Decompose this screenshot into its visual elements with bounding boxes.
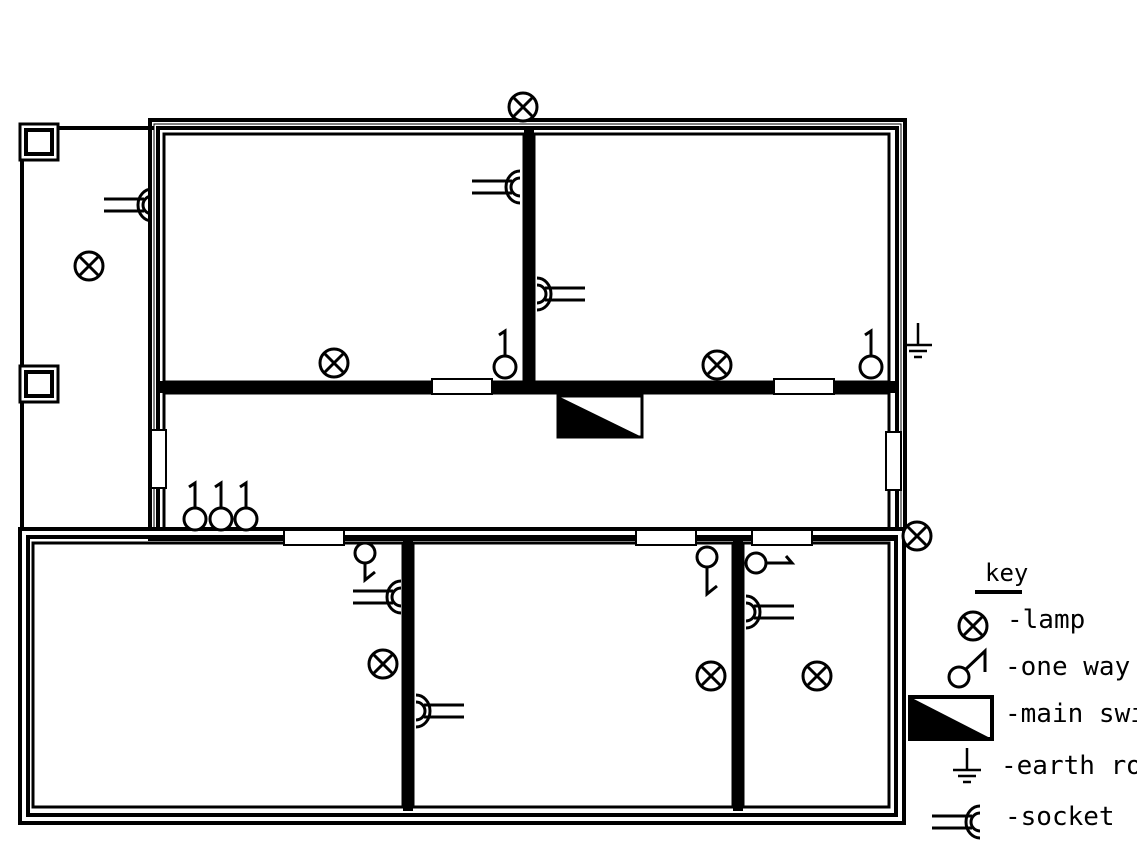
- socket-icon: [102, 187, 154, 223]
- one-way-switch-icon: [208, 481, 234, 532]
- legend-label: -lamp: [1007, 605, 1085, 635]
- doorway: [283, 529, 345, 546]
- bedroom-1-wall: [162, 132, 526, 384]
- socket-icon: [535, 276, 587, 312]
- lamp-icon: [318, 347, 350, 379]
- socket-icon: [351, 579, 403, 615]
- one-way-switch-icon: [492, 329, 518, 380]
- lamp-icon: [507, 91, 539, 123]
- main-switch-icon: [556, 394, 644, 439]
- earth-rod-icon: [902, 321, 934, 359]
- lamp-icon: [801, 660, 833, 692]
- lamp-icon: [701, 349, 733, 381]
- walls: [18, 118, 907, 825]
- socket-icon: [470, 169, 522, 205]
- legend: key -lamp -one way swit -main switch -ea…: [908, 559, 1137, 840]
- bedroom-2-wall: [532, 132, 891, 384]
- doorway: [150, 429, 167, 489]
- one-way-switch-icon: [744, 551, 796, 575]
- socket-icon: [414, 693, 466, 729]
- one-way-switch-icon: [353, 541, 377, 584]
- doorway: [635, 529, 697, 546]
- legend-title: key: [985, 559, 1028, 587]
- socket-icon: [744, 594, 796, 630]
- socket-icon: [930, 804, 982, 840]
- doorway: [885, 431, 902, 491]
- bottom-outer-wall: [18, 527, 906, 825]
- lamp-icon: [957, 610, 989, 642]
- lamp-icon: [695, 660, 727, 692]
- room-3-wall: [31, 541, 405, 809]
- lamp-icon: [367, 648, 399, 680]
- room-4-wall: [411, 541, 735, 809]
- one-way-switch-icon: [233, 481, 259, 532]
- lamp-icon: [73, 250, 105, 282]
- verandah-wall: [20, 126, 154, 532]
- legend-label: -one way swit: [1005, 652, 1137, 682]
- legend-label: -socket: [1005, 802, 1115, 832]
- doorway: [773, 378, 835, 395]
- one-way-switch-icon: [182, 481, 208, 532]
- sockets: [102, 169, 796, 729]
- lamp-icon: [901, 520, 933, 552]
- legend-label: -main switch: [1005, 699, 1137, 729]
- one-way-switch-icon: [858, 329, 884, 380]
- one-way-switch-icon: [947, 647, 987, 689]
- main-switch-icon: [908, 695, 994, 741]
- one-way-switch-icon: [695, 545, 719, 598]
- column: [18, 364, 60, 404]
- doorway: [431, 378, 493, 395]
- column: [18, 122, 60, 162]
- switches: [182, 329, 884, 598]
- doorway: [751, 529, 813, 546]
- legend-label: -earth rod: [1001, 751, 1137, 781]
- earth-rod-icon: [951, 746, 983, 784]
